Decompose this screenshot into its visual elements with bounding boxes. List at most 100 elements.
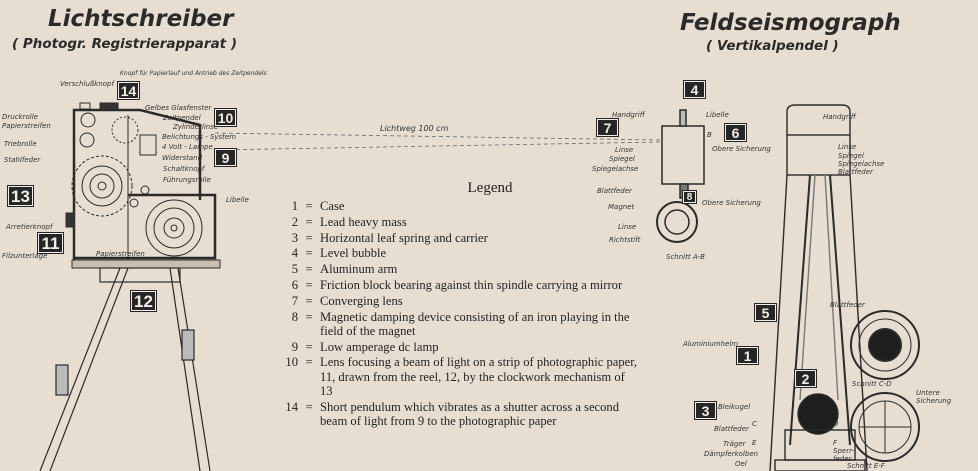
legend-number: 7	[291, 293, 298, 308]
label: Spiegel	[838, 152, 864, 160]
legend-equals: =	[305, 293, 313, 308]
pendulum-case	[769, 104, 868, 471]
legend-equals: =	[305, 399, 313, 414]
legend-item: 6=Friction block bearing against thin sp…	[280, 278, 640, 292]
label: Oel	[735, 460, 747, 468]
section-views	[850, 310, 920, 462]
legend-text: Converging lens	[320, 293, 403, 308]
legend-item: 7 = Converging lens	[280, 294, 640, 308]
legend-equals: =	[305, 230, 313, 245]
badge-6: 6	[724, 123, 747, 142]
legend-item: 4 = Level bubble	[280, 246, 640, 260]
legend-text: Lead heavy mass	[320, 214, 407, 229]
legend-number: 10	[285, 355, 298, 370]
right-subtitle: ( Vertikalpendel )	[706, 38, 839, 54]
legend-item: 3=Horizontal leaf spring and carrier	[280, 231, 640, 245]
label: C	[752, 420, 757, 428]
badge-3: 3	[694, 401, 717, 420]
legend-equals: =	[305, 339, 313, 354]
legend-number: 4	[291, 246, 298, 261]
label: Richtstift	[609, 236, 641, 244]
label: Zeitpendel	[163, 114, 201, 122]
legend-number: 5	[291, 262, 298, 277]
label: Zylinderlinse	[173, 123, 219, 131]
label: Blattfeder	[830, 301, 865, 309]
legend-text: Short pendulum which vibrates as a shutt…	[320, 399, 620, 428]
legend-item: 10 = Lens focusing a beam of light on a st…	[280, 355, 640, 398]
label: Verschlußknopf	[60, 80, 114, 88]
legend-equals: =	[305, 277, 313, 292]
legend-number: 2	[291, 214, 298, 229]
label: Magnet	[608, 203, 635, 211]
label: Führungsrolle	[163, 176, 211, 184]
badge-12: 12	[130, 290, 157, 312]
label: B	[707, 131, 712, 139]
legend-item: 8=Magnetic damping device consisting of …	[280, 310, 640, 338]
legend-equals: =	[305, 214, 313, 229]
label: Untere Sicherung	[916, 389, 952, 405]
legend-text: Aluminum arm	[320, 262, 398, 277]
badge-7: 7	[596, 118, 619, 137]
label: E	[752, 439, 757, 447]
legend-text: Case	[320, 199, 345, 213]
label: Filzunterlage	[2, 252, 48, 260]
legend-item: 1 = Case	[280, 199, 640, 213]
label: Handgriff	[823, 113, 856, 121]
label: Triebrolle	[4, 140, 37, 148]
left-title: Lichtschreiber	[48, 6, 234, 32]
label: Linse	[618, 223, 637, 231]
legend-text: Magnetic damping device consisting of an…	[320, 309, 630, 338]
label: Libelle	[226, 196, 249, 204]
right-title: Feldseismograph	[680, 10, 901, 36]
label: Dämpferkolben	[704, 450, 759, 458]
badge-2: 2	[794, 369, 817, 388]
tripod	[39, 267, 211, 471]
label: Schnitt C-D	[852, 380, 892, 388]
badge-5: 5	[754, 303, 777, 322]
legend-number: 9	[291, 339, 298, 354]
legend-number: 14	[285, 399, 298, 414]
label: 4 Volt - Lampe	[162, 143, 213, 151]
legend-item: 2 = Lead heavy mass	[280, 215, 640, 229]
left-subtitle: ( Photogr. Registrierapparat )	[12, 36, 237, 52]
legend-equals: =	[305, 355, 313, 370]
legend-text: Lens focusing a beam of light on a strip…	[320, 355, 638, 398]
legend-text: Horizontal leaf spring and carrier	[320, 230, 488, 245]
label: Blattfeder	[838, 168, 873, 176]
label: Handgriff	[612, 111, 645, 119]
label: Obere Sicherung	[702, 199, 761, 207]
legend-text: Low amperage dc lamp	[320, 339, 439, 354]
label: Widerstand	[162, 154, 203, 162]
legend-text: Level bubble	[320, 246, 387, 261]
badge-1: 1	[736, 346, 759, 365]
legend-number: 1	[291, 199, 298, 213]
label: Schaltknopf	[163, 165, 205, 173]
label: Bleikugel	[718, 403, 751, 411]
legend-equals: =	[305, 246, 313, 261]
label: Aluminiumhelm	[683, 340, 739, 348]
label: Träger	[723, 440, 746, 448]
label: Belichtungs - System	[162, 133, 237, 141]
badge-10: 10	[214, 108, 237, 127]
recorder-case	[72, 108, 217, 262]
label: Schnitt E-F	[847, 462, 885, 470]
label: Knopf für Papierlauf und Antrieb des Zei…	[120, 70, 267, 77]
legend-equals: =	[305, 199, 313, 213]
badge-4: 4	[683, 80, 706, 99]
badge-13: 13	[7, 185, 34, 207]
label: Blattfeder	[597, 187, 632, 195]
legend-text: Friction block bearing against thin spin…	[320, 277, 623, 292]
label: Gelbes Glasfenster	[145, 104, 212, 112]
legend-item: 5=Aluminum arm	[280, 262, 640, 276]
badge-14: 14	[117, 81, 140, 100]
badge-8: 8	[682, 190, 697, 204]
legend-equals: =	[305, 309, 313, 324]
legend-item: 14 = Short pendulum which vibrates as a sh…	[280, 400, 640, 428]
legend-title: Legend	[467, 180, 513, 196]
light-path	[214, 132, 661, 151]
label: Spiegelachse	[592, 165, 639, 173]
label: Linse	[838, 143, 857, 151]
label: Blattfeder	[714, 425, 749, 433]
